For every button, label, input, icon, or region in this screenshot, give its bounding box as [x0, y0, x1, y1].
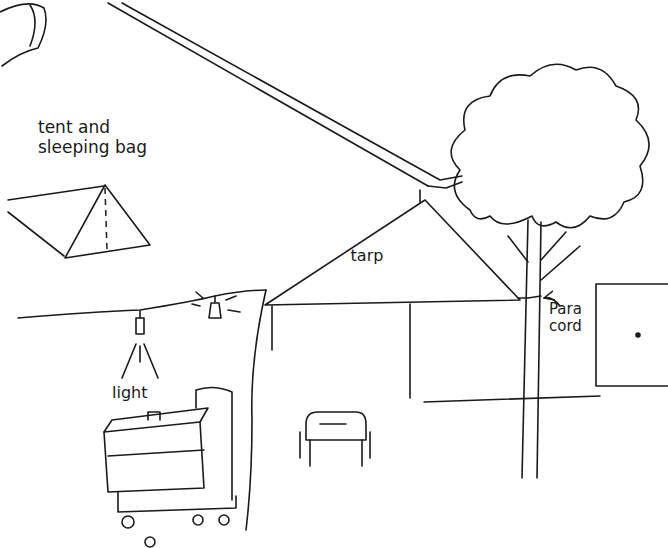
- tent-door-seam: [105, 188, 107, 250]
- outline-polygon: [65, 185, 150, 258]
- lamp-label: light: [112, 384, 172, 402]
- lamp: [209, 303, 221, 318]
- bench: [306, 412, 366, 440]
- bench-leg: [300, 432, 370, 466]
- light-string: [18, 290, 266, 318]
- tarp-pole: [271, 306, 273, 350]
- outline-polygon: [265, 200, 520, 305]
- light-rays: [192, 292, 240, 312]
- cart-wheel: [193, 515, 203, 525]
- tree-canopy: [451, 64, 649, 228]
- tent-edge: [8, 212, 64, 256]
- roof-line: [108, 3, 428, 186]
- tree-branch: [508, 232, 580, 280]
- shape-label: tarp: [327, 247, 407, 265]
- shape-label: tent and sleeping bag: [38, 118, 150, 157]
- cart-wheel: [145, 537, 155, 547]
- cart-basket: [108, 450, 204, 456]
- cart-basket: [104, 408, 208, 432]
- tarp-pole: [409, 304, 411, 398]
- cart-handle: [196, 387, 232, 500]
- roof-line: [122, 3, 462, 180]
- roof-line: [428, 182, 462, 188]
- shape-outline: [262, 195, 524, 310]
- cart-wheel: [219, 515, 229, 525]
- cart-basket: [104, 422, 204, 492]
- para-cord: [518, 296, 541, 298]
- pipe-rim: [30, 5, 35, 46]
- cord-label: Para cord: [549, 301, 593, 336]
- lamp: [136, 318, 144, 334]
- cart-frame: [118, 492, 236, 512]
- pipe-outline: [0, 4, 46, 66]
- bench-slat: [320, 423, 346, 425]
- door-knob: [636, 333, 640, 337]
- tarp-shape: tarp: [262, 195, 524, 310]
- cart-lamp: [148, 412, 160, 420]
- ground-line: [424, 396, 600, 402]
- wall-line: [419, 190, 421, 202]
- light-rays: [122, 344, 158, 378]
- tent-shape: tent and sleeping bag: [30, 118, 165, 268]
- lamp-cord: [139, 311, 141, 318]
- lamp-cord: [214, 296, 216, 302]
- pole-line: [246, 290, 266, 530]
- cart-wheel: [122, 516, 134, 528]
- tent-ridge: [8, 186, 104, 200]
- door: [596, 284, 668, 386]
